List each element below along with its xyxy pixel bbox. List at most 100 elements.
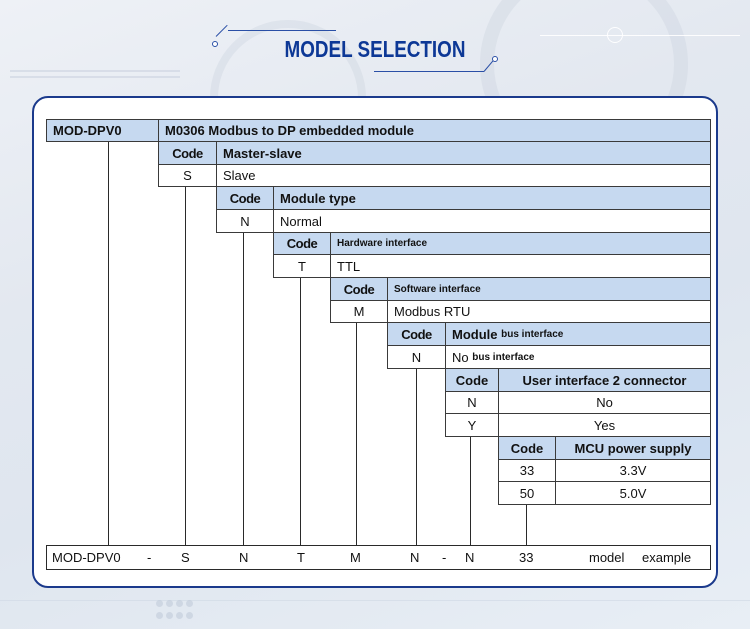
option-code: M	[353, 304, 365, 319]
example-label-model: model	[589, 550, 625, 565]
option-code: 33	[519, 463, 535, 478]
master-slave-header: Master-slave	[216, 141, 711, 165]
bus-interface-header: Module bus interface	[445, 322, 711, 346]
option-label: Modbus RTU	[394, 304, 471, 319]
code-header-label: Code	[286, 236, 318, 251]
user-interface-option-code: N	[445, 391, 499, 414]
title-decoration-line	[374, 71, 484, 72]
code-header-label: Code	[510, 440, 544, 456]
mcu-power-title: MCU power supply	[574, 440, 692, 456]
software-interface-option-code: M	[330, 300, 388, 323]
option-code: N	[467, 395, 477, 410]
background-dot	[176, 600, 183, 607]
connector-line	[185, 187, 186, 545]
module-type-option-label: Normal	[273, 209, 711, 233]
connector-line	[470, 437, 471, 545]
mcu-power-option-label: 3.3V	[555, 459, 711, 482]
user-interface-header: User interface 2 connector	[498, 368, 711, 392]
title-decoration-line	[228, 30, 336, 31]
mcu-power-header: MCU power supply	[555, 436, 711, 460]
title-decoration-node	[492, 56, 498, 62]
background-dot	[166, 600, 173, 607]
option-label: 3.3V	[619, 463, 647, 478]
mcu-power-code-header: Code	[498, 436, 556, 460]
mcu-power-option-code: 33	[498, 459, 556, 482]
option-label: TTL	[337, 258, 361, 274]
bus-interface-code-header: Code	[387, 322, 446, 346]
bus-interface-option-code: N	[387, 345, 446, 369]
example-hardware-code: T	[297, 550, 305, 565]
background-dot	[186, 612, 193, 619]
example-bus-code: N	[410, 550, 420, 565]
bus-interface-title-suffix: bus interface	[501, 328, 564, 340]
mcu-power-option-label: 5.0V	[555, 481, 711, 505]
connector-line	[108, 142, 109, 545]
module-type-option-code: N	[216, 209, 274, 233]
code-header-label: Code	[455, 372, 489, 388]
option-label: Yes	[593, 417, 616, 433]
module-type-title: Module type	[280, 190, 356, 206]
option-label: No	[596, 395, 613, 410]
option-code: N	[240, 213, 250, 229]
page-header: MODEL SELECTION	[0, 0, 750, 90]
code-header-label: Code	[229, 190, 261, 206]
code-header-label: Code	[401, 326, 432, 342]
page-title: MODEL SELECTION	[284, 36, 466, 62]
software-interface-code-header: Code	[330, 277, 388, 301]
example-separator: -	[442, 550, 447, 565]
master-slave-title: Master-slave	[223, 145, 302, 161]
hardware-interface-title: Hardware interface	[337, 238, 428, 249]
background-dot	[186, 600, 193, 607]
connector-line	[356, 323, 357, 545]
user-interface-title: User interface 2 connector	[522, 372, 687, 388]
root-description-cell: M0306 Modbus to DP embedded module	[158, 119, 711, 142]
example-module-type-code: N	[239, 550, 249, 565]
connector-line	[300, 278, 301, 545]
connector-line	[526, 505, 527, 545]
background-dot	[156, 612, 163, 619]
connector-line	[243, 233, 244, 545]
master-slave-option-code: S	[158, 164, 217, 187]
example-power-code: 33	[519, 550, 534, 565]
example-software-code: M	[350, 550, 361, 565]
option-code: S	[183, 168, 192, 183]
example-user-interface-code: N	[465, 550, 475, 565]
background-dot	[156, 600, 163, 607]
hardware-interface-option-code: T	[273, 254, 331, 278]
hardware-interface-header: Hardware interface	[330, 232, 711, 255]
example-separator: -	[147, 550, 152, 565]
software-interface-option-label: Modbus RTU	[387, 300, 711, 323]
user-interface-option-code: Y	[445, 413, 499, 437]
example-master-slave-code: S	[181, 550, 190, 565]
root-description: M0306 Modbus to DP embedded module	[165, 123, 414, 138]
hardware-interface-code-header: Code	[273, 232, 331, 255]
software-interface-title: Software interface	[394, 283, 481, 295]
option-label: Slave	[223, 168, 256, 183]
hardware-interface-option-label: TTL	[330, 254, 711, 278]
option-code: N	[411, 349, 422, 365]
option-label: No	[452, 349, 469, 365]
master-slave-option-label: Slave	[216, 164, 711, 187]
background-circuit-line	[0, 600, 750, 601]
option-label-suffix: bus interface	[472, 351, 535, 363]
user-interface-code-header: Code	[445, 368, 499, 392]
code-header-label: Code	[172, 145, 203, 161]
option-label: 5.0V	[619, 485, 647, 501]
connector-line	[416, 369, 417, 545]
master-slave-code-header: Code	[158, 141, 217, 165]
user-interface-option-label: Yes	[498, 413, 711, 437]
model-example-row: MOD-DPV0 - S N T M N - N 33 model exampl…	[46, 545, 711, 570]
root-model: MOD-DPV0	[53, 123, 122, 138]
title-decoration-node	[212, 41, 218, 47]
root-model-cell: MOD-DPV0	[46, 119, 159, 142]
option-code: 50	[519, 485, 535, 501]
mcu-power-option-code: 50	[498, 481, 556, 505]
option-code: Y	[467, 417, 477, 433]
code-header-label: Code	[343, 281, 375, 297]
option-code: T	[298, 258, 306, 274]
example-label-example: example	[642, 550, 692, 565]
module-type-code-header: Code	[216, 186, 274, 210]
module-type-header: Module type	[273, 186, 711, 210]
bus-interface-option-label: No bus interface	[445, 345, 711, 369]
option-label: Normal	[280, 213, 322, 229]
